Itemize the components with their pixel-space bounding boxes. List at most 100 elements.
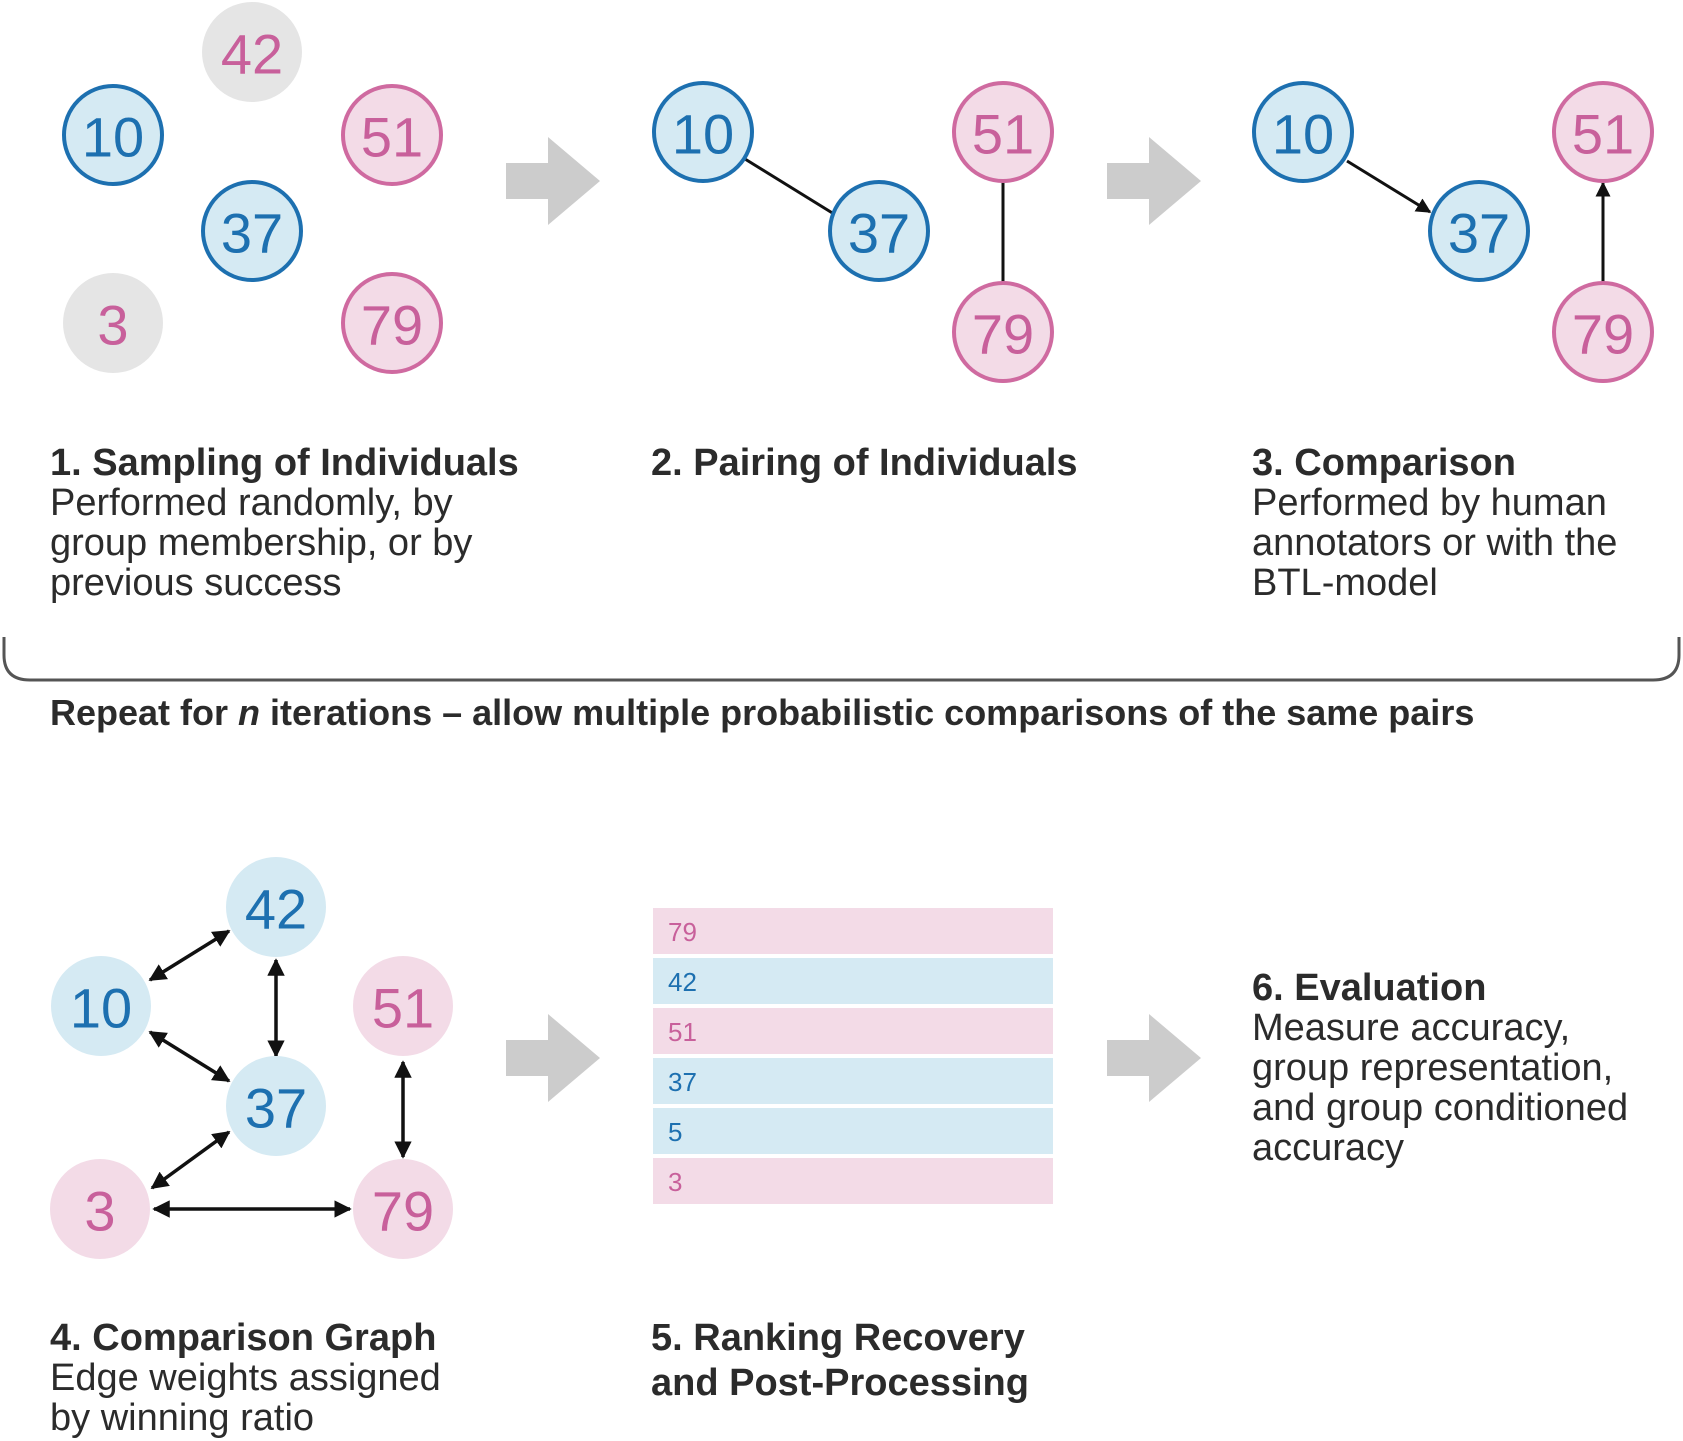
node-circle	[353, 1159, 453, 1259]
flow-arrow-5-to-6	[1107, 1014, 1201, 1102]
flow-arrow-2-to-3	[1107, 137, 1201, 225]
step-3-desc-line-1: Performed by human	[1252, 482, 1607, 524]
step-5-title-line-1: 5. Ranking Recovery	[651, 1317, 1025, 1359]
node-42: 42	[202, 2, 302, 102]
step-6-desc-line-4: accuracy	[1252, 1127, 1404, 1169]
node-circle	[51, 956, 151, 1056]
node-3: 3	[63, 273, 163, 373]
ranking-row-label: 3	[668, 1167, 682, 1197]
node-label: 10	[70, 977, 132, 1040]
node-circle	[1428, 180, 1530, 282]
node-circle	[62, 84, 164, 186]
panel-1-nodes: 42 10 51 37 3 79	[62, 2, 443, 374]
panel-4-nodes: 42 10 51 37 3 79	[50, 857, 453, 1259]
repeat-brace	[2, 637, 1681, 682]
ranking-row-bar	[653, 1008, 1053, 1054]
step-4-desc-line-1: Edge weights assigned	[50, 1357, 441, 1399]
step-6-desc-line-2: group representation,	[1252, 1047, 1613, 1089]
node-label: 51	[361, 106, 423, 169]
panel-6-evaluation: 6. Evaluation Measure accuracy, group re…	[1252, 967, 1628, 1169]
node-37: 37	[828, 180, 930, 282]
step-4-title: 4. Comparison Graph	[50, 1317, 436, 1359]
node-label: 51	[972, 103, 1034, 166]
node-79: 79	[341, 272, 443, 374]
panel-2-pairing: 10 37 51 79 2. Pairing of Individuals	[651, 81, 1078, 484]
panel-2-nodes: 10 37 51 79	[652, 81, 1054, 383]
node-79: 79	[1552, 281, 1654, 383]
comparison-arrow-10-to-37	[1346, 159, 1432, 214]
ranking-row-label: 5	[668, 1117, 682, 1147]
node-10: 10	[1252, 81, 1354, 183]
graph-edge-10-37	[148, 1030, 231, 1083]
ranking-row-bar	[653, 958, 1053, 1004]
node-79: 79	[353, 1159, 453, 1259]
node-circle	[952, 281, 1054, 383]
step-6-desc-line-3: and group conditioned	[1252, 1087, 1628, 1129]
node-label: 3	[84, 1180, 115, 1243]
node-51: 51	[952, 81, 1054, 183]
node-label: 42	[245, 878, 307, 941]
panel-4-comparison-graph: 42 10 51 37 3 79 4. Comparison Graph Edge wei…	[50, 857, 453, 1439]
node-label: 10	[82, 106, 144, 169]
node-circle	[1552, 81, 1654, 183]
node-label: 79	[972, 303, 1034, 366]
step-3-desc-line-2: annotators or with the	[1252, 522, 1617, 564]
ranking-row-label: 42	[668, 967, 697, 997]
flow-arrow-1-to-2	[506, 137, 600, 225]
node-label: 79	[361, 294, 423, 357]
node-37: 37	[226, 1056, 326, 1156]
node-circle	[202, 2, 302, 102]
ranking-row: 42	[653, 958, 1053, 1004]
node-circle	[63, 273, 163, 373]
node-37: 37	[1428, 180, 1530, 282]
ranking-row: 37	[653, 1058, 1053, 1104]
ranking-list: 79 42 51 37 5 3	[653, 908, 1053, 1204]
step-1-desc-line-1: Performed randomly, by	[50, 482, 453, 524]
node-label: 42	[221, 23, 283, 86]
step-6-desc-line-1: Measure accuracy,	[1252, 1007, 1570, 1049]
node-51: 51	[353, 956, 453, 1056]
node-79: 79	[952, 281, 1054, 383]
node-37: 37	[201, 180, 303, 282]
ranking-row: 79	[653, 908, 1053, 954]
node-circle	[226, 857, 326, 957]
node-label: 79	[1572, 303, 1634, 366]
node-circle	[828, 180, 930, 282]
step-6-title: 6. Evaluation	[1252, 967, 1486, 1009]
panel-5-ranking-recovery: 79 42 51 37 5 3 5. Ranking Recovery and Post-…	[651, 908, 1053, 1404]
node-label: 37	[221, 202, 283, 265]
node-circle	[652, 81, 754, 183]
node-circle	[353, 956, 453, 1056]
ranking-row: 3	[653, 1158, 1053, 1204]
node-label: 37	[848, 202, 910, 265]
node-10: 10	[62, 84, 164, 186]
node-circle	[952, 81, 1054, 183]
pair-edge-10-37	[744, 157, 835, 216]
step-1-title: 1. Sampling of Individuals	[50, 442, 519, 484]
node-label: 79	[372, 1180, 434, 1243]
ranking-row-label: 37	[668, 1067, 697, 1097]
ranking-row: 51	[653, 1008, 1053, 1054]
flow-arrow-4-to-5	[506, 1014, 600, 1102]
step-1-desc-line-2: group membership, or by	[50, 522, 472, 564]
node-51: 51	[1552, 81, 1654, 183]
step-5-title-line-2: and Post-Processing	[651, 1362, 1029, 1404]
ranking-row: 5	[653, 1108, 1053, 1154]
ranking-row-label: 51	[668, 1017, 697, 1047]
ranking-row-label: 79	[668, 917, 697, 947]
panel-1-sampling: 42 10 51 37 3 79 1. Sampling of Individuals P…	[50, 2, 519, 604]
step-3-title: 3. Comparison	[1252, 442, 1516, 484]
step-4-desc-line-2: by winning ratio	[50, 1397, 314, 1439]
step-3-desc-line-3: BTL-model	[1252, 562, 1438, 604]
repeat-caption: Repeat for n iterations – allow multiple…	[50, 692, 1474, 733]
ranking-row-bar	[653, 1158, 1053, 1204]
step-2-title: 2. Pairing of Individuals	[651, 442, 1078, 484]
node-10: 10	[652, 81, 754, 183]
step-1-desc-line-3: previous success	[50, 562, 341, 604]
node-10: 10	[51, 956, 151, 1056]
node-label: 37	[245, 1077, 307, 1140]
node-circle	[341, 84, 443, 186]
ranking-row-bar	[653, 1108, 1053, 1154]
node-51: 51	[341, 84, 443, 186]
